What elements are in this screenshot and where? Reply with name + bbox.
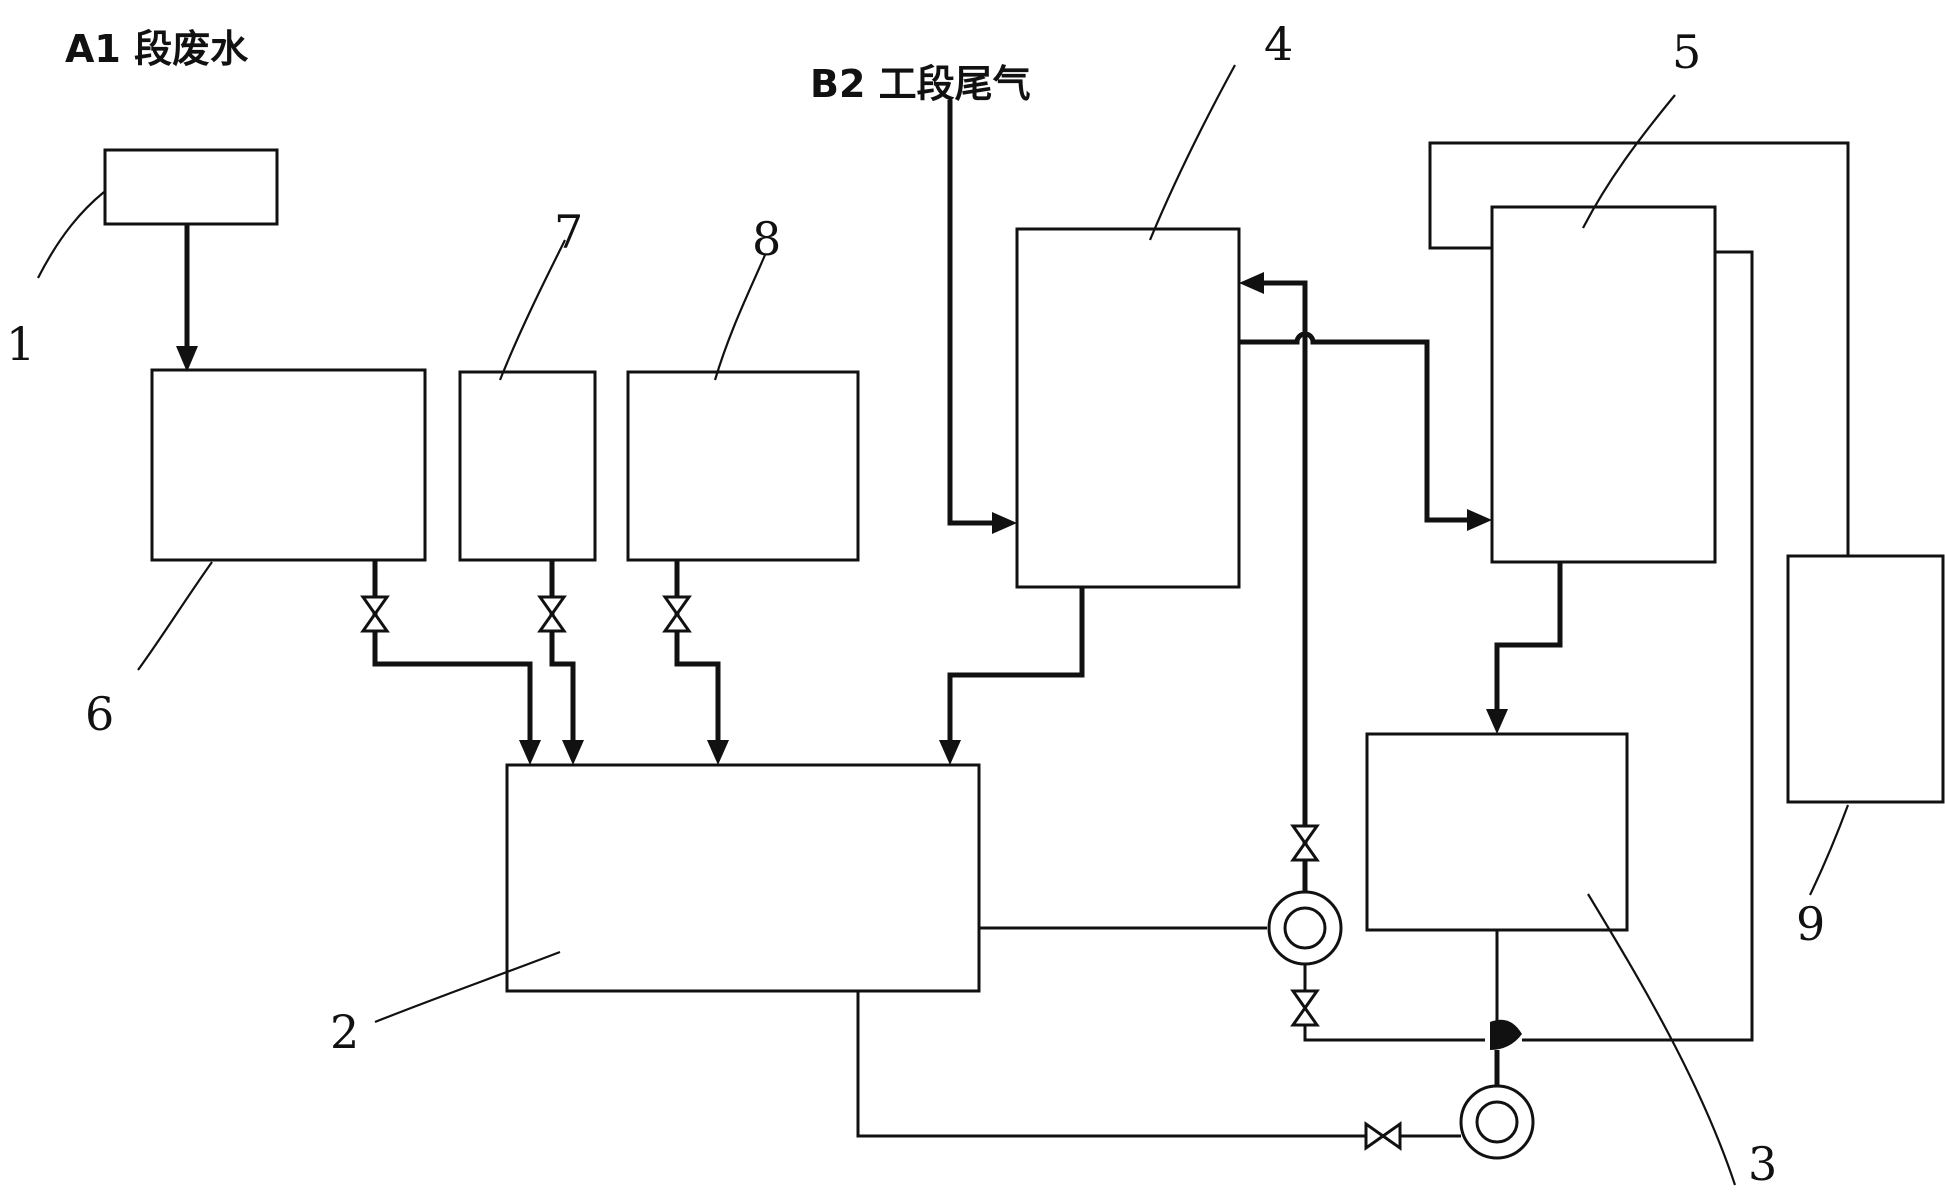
leader-2 <box>374 950 561 1024</box>
pipe-6-to-2 <box>372 560 533 745</box>
pipe-5-to-junction <box>1522 250 1754 1042</box>
callout-6: 6 <box>85 687 114 741</box>
leader-7 <box>498 239 566 381</box>
callout-9: 9 <box>1796 897 1825 951</box>
pipe-2-to-bottom-pump <box>856 991 1461 1138</box>
callout-5: 5 <box>1672 25 1701 79</box>
pipe-b2-to-4 <box>947 100 995 526</box>
pipe-5-to-3 <box>1494 562 1563 712</box>
valve-8 <box>662 595 692 633</box>
arrow-7-into-2 <box>562 740 584 765</box>
pump-recirc <box>1267 890 1343 966</box>
leader-5 <box>1582 94 1676 229</box>
leader-9 <box>1809 804 1850 896</box>
unit-6-tank <box>150 368 427 562</box>
arrow-4-into-2 <box>939 740 961 765</box>
leader-6 <box>137 561 213 671</box>
callout-1: 1 <box>6 317 35 371</box>
junction-hop <box>1490 1019 1522 1050</box>
pipe-pump-to-4 <box>1262 280 1308 895</box>
callout-2: 2 <box>330 1005 359 1059</box>
callout-4: 4 <box>1264 17 1293 71</box>
arrow-8-into-2 <box>707 740 729 765</box>
pipe-4-to-5 <box>1239 331 1470 523</box>
valve-bottom <box>1364 1121 1402 1151</box>
callout-8: 8 <box>752 212 781 266</box>
pipe-8-to-2 <box>674 560 721 745</box>
callout-3: 3 <box>1748 1137 1777 1191</box>
unit-8-tank <box>626 370 860 562</box>
callout-7: 7 <box>554 205 583 259</box>
unit-7-tank <box>458 370 597 562</box>
leader-1 <box>37 191 105 279</box>
arrow-into-5 <box>1467 509 1492 531</box>
unit-3-tank <box>1365 732 1629 932</box>
label-a1-wastewater: A1 段废水 <box>65 27 249 71</box>
leader-8 <box>713 254 767 381</box>
valve-recirc-upper <box>1290 824 1320 862</box>
leader-3 <box>1587 893 1737 1186</box>
pipe-7-to-2 <box>549 560 576 745</box>
arrow-into-3 <box>1486 709 1508 734</box>
valve-6 <box>360 595 390 633</box>
unit-1-source <box>103 148 279 226</box>
arrow-6-into-2 <box>519 740 541 765</box>
pump-bottom <box>1459 1084 1535 1160</box>
arrow-into-4 <box>992 512 1017 534</box>
unit-2-reactor <box>505 763 981 993</box>
leader-4 <box>1148 64 1236 241</box>
unit-5-absorber <box>1490 205 1717 564</box>
unit-4-absorber <box>1015 227 1241 589</box>
unit-9-unit <box>1786 554 1945 804</box>
pipe-9-to-5 <box>1428 141 1850 556</box>
valve-7 <box>537 595 567 633</box>
arrow-into-6 <box>176 346 198 372</box>
valve-recirc-lower <box>1290 989 1320 1027</box>
arrow-into-4-top <box>1239 272 1264 294</box>
pipe-pump-to-junction <box>1303 964 1485 1042</box>
label-b2-tail-gas: B2 工段尾气 <box>810 62 1031 106</box>
pipe-4-to-2 <box>947 587 1085 745</box>
